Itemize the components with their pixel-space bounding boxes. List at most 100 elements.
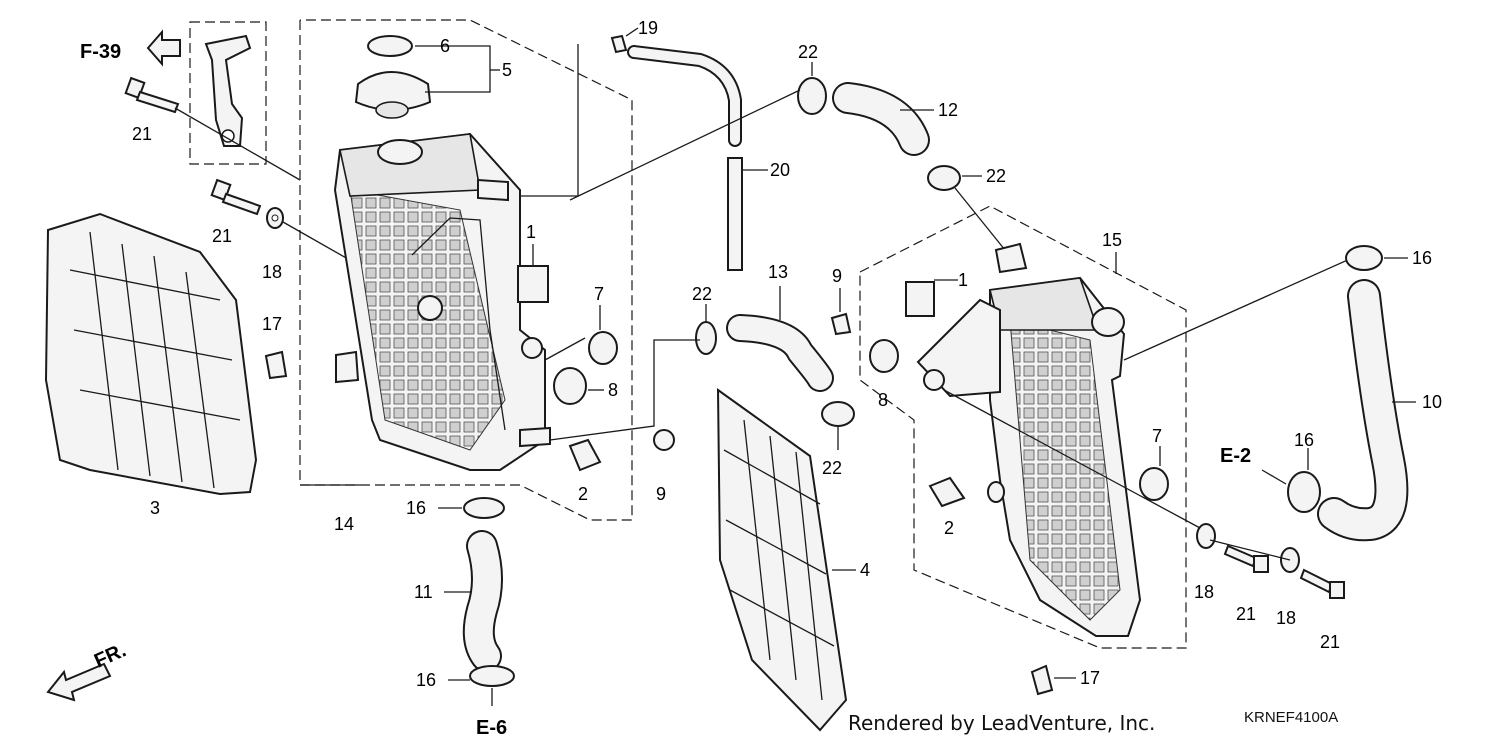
label-17a: 17 [262, 314, 282, 334]
washer-18-right-a [1196, 523, 1216, 549]
label-22b: 22 [986, 166, 1006, 186]
leader-clamp-upper [954, 187, 1006, 251]
clamp-22-upper-right [927, 165, 961, 191]
radiator-shroud-3 [44, 212, 258, 496]
leader-radiator-right [1123, 249, 1371, 361]
rubber-block-1-left [517, 265, 549, 303]
clamp-16-upper-left [463, 497, 505, 519]
leader-grommet [544, 337, 586, 361]
label-3: 3 [150, 498, 160, 518]
label-1a: 1 [526, 222, 536, 242]
label-16b: 16 [416, 670, 436, 690]
ref-e2: E-2 [1220, 445, 1251, 467]
label-8a: 8 [608, 380, 618, 400]
label-14: 14 [334, 514, 354, 534]
label-21c: 21 [1236, 604, 1256, 624]
overflow-tube-20 [727, 157, 743, 271]
cap-seal-6 [367, 35, 413, 57]
label-21b: 21 [212, 226, 232, 246]
label-7b: 7 [1152, 426, 1162, 446]
label-19: 19 [638, 18, 658, 38]
bolt-21-right-a [1223, 544, 1269, 573]
label-1b: 1 [958, 270, 968, 290]
radiator-right [916, 242, 1142, 637]
label-11: 11 [414, 582, 433, 602]
label-16c: 16 [1412, 248, 1432, 268]
mount-boss-upper [417, 295, 443, 321]
washer-hole [271, 214, 279, 222]
label-18a: 18 [262, 262, 282, 282]
bushing-9-right [830, 312, 852, 336]
lower-tab [335, 350, 360, 384]
ref-arrow-e2-line [1261, 469, 1287, 485]
clip-17-left [264, 350, 288, 380]
leader-bolts-right [943, 389, 1201, 529]
leader-bolt-21-top [174, 107, 301, 181]
bolt-21-top [124, 76, 180, 114]
label-20: 20 [770, 160, 790, 180]
hose-12-fill [834, 84, 928, 154]
bolt-21-mid [210, 178, 262, 216]
label-18b: 18 [1194, 582, 1214, 602]
leader-5-6 [415, 45, 491, 93]
clamp-16-lower-right [1287, 471, 1321, 513]
bolt-21-right-b [1299, 568, 1345, 599]
leader-washers [1209, 539, 1291, 561]
label-2b: 2 [944, 518, 954, 538]
label-12: 12 [938, 100, 958, 120]
label-6: 6 [440, 36, 450, 56]
front-direction-arrow [46, 662, 112, 702]
clamp-19 [610, 34, 628, 54]
assembly-15-outline [859, 205, 1187, 649]
label-4: 4 [860, 560, 870, 580]
ref-front: FR. [91, 639, 129, 672]
bracket-box [189, 21, 267, 165]
label-21d: 21 [1320, 632, 1340, 652]
mount-bracket [204, 34, 252, 147]
filler-neck [377, 139, 423, 165]
grommet-7-right [1139, 467, 1169, 501]
label-16a: 16 [406, 498, 426, 518]
label-8b: 8 [878, 390, 888, 410]
neck-right [1091, 307, 1125, 337]
leader-overflow [520, 44, 579, 197]
lower-boss-right [987, 481, 1005, 503]
label-5: 5 [502, 60, 512, 80]
hose-10-fill [1319, 281, 1407, 540]
hose-13-fill [728, 316, 832, 390]
label-22d: 22 [822, 458, 842, 478]
radiator-left [333, 132, 551, 471]
clip-2-right [928, 476, 966, 508]
label-16d: 16 [1294, 430, 1314, 450]
credit-text: Rendered by LeadVenture, Inc. [848, 711, 1155, 735]
label-17b: 17 [1080, 668, 1100, 688]
label-22a: 22 [798, 42, 818, 62]
inlet-pipe-right [994, 242, 1028, 274]
overflow-pipe [477, 178, 509, 202]
grommet-8-left [553, 367, 587, 405]
leader-clamp-mid-left [549, 339, 700, 441]
label-10: 10 [1422, 392, 1442, 412]
hose-11-fill [464, 532, 501, 670]
overflow-hose-fill [629, 47, 740, 145]
clamp-16-upper-right [1345, 245, 1383, 271]
clip-17-bottom [1030, 664, 1054, 696]
label-9a: 9 [832, 266, 842, 286]
radiator-cover-4 [716, 388, 848, 732]
rubber-block-1-right [905, 281, 935, 317]
diagram-code: KRNEF4100A [1244, 709, 1338, 726]
outlet-pipe-left [519, 426, 551, 448]
leader-19 [625, 27, 639, 37]
bracket-hole [221, 129, 235, 143]
label-22c: 22 [692, 284, 712, 304]
ref-e6: E-6 [476, 717, 507, 739]
label-18c: 18 [1276, 608, 1296, 628]
label-2a: 2 [578, 484, 588, 504]
mount-boss-right [923, 369, 945, 391]
radiator-cap-5 [354, 71, 432, 119]
label-15: 15 [1102, 230, 1122, 250]
label-21a: 21 [132, 124, 152, 144]
clamp-22-mid-left [695, 321, 717, 355]
label-9b: 9 [656, 484, 666, 504]
